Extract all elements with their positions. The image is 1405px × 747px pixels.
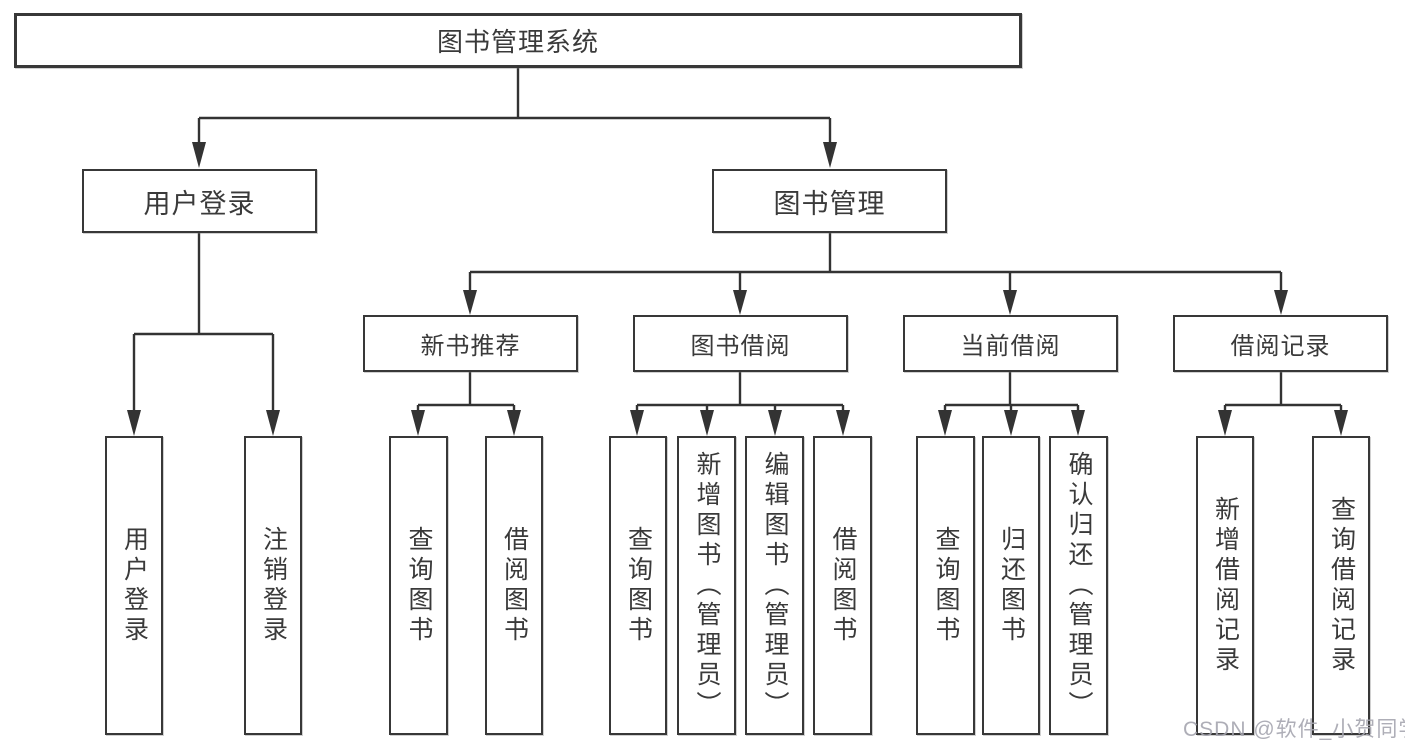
node-book-borrowing: 图书借阅 (633, 315, 848, 372)
arrow-down-icon (823, 142, 837, 168)
arrow-down-icon (1003, 290, 1017, 315)
arrow-down-icon (192, 142, 206, 168)
leaf-return-books: 归还图书 (982, 436, 1040, 735)
arrow-down-icon (630, 410, 644, 436)
arrow-down-icon (1004, 410, 1018, 436)
node-current-borrowing: 当前借阅 (903, 315, 1118, 372)
leaf-query-books-borrowing: 查询图书 (609, 436, 667, 735)
leaf-label: 查询图书 (405, 525, 433, 646)
node-label: 借阅记录 (1230, 333, 1331, 360)
arrow-down-icon (127, 410, 141, 436)
arrow-down-icon (938, 410, 952, 436)
leaf-logout: 注销登录 (244, 436, 302, 735)
arrow-down-icon (266, 410, 280, 436)
leaf-label: 归还图书 (997, 525, 1026, 646)
leaf-label: 查询借阅记录 (1327, 495, 1356, 676)
leaf-label: 确认归还（管理员） (1065, 450, 1093, 721)
node-label: 当前借阅 (960, 333, 1061, 360)
node-new-book-recommend: 新书推荐 (363, 315, 578, 372)
arrow-down-icon (1274, 290, 1288, 315)
leaf-label: 查询图书 (932, 525, 960, 646)
arrow-down-icon (463, 290, 477, 315)
node-library-management-system: 图书管理系统 (14, 13, 1022, 68)
leaf-query-books-recommend: 查询图书 (389, 436, 448, 735)
leaf-add-books-admin: 新增图书（管理员） (677, 436, 736, 735)
leaf-label: 新增借阅记录 (1211, 495, 1240, 676)
arrow-down-icon (733, 290, 747, 315)
leaf-label: 借阅图书 (829, 525, 857, 646)
leaf-label: 注销登录 (259, 525, 288, 646)
leaf-user-login: 用户登录 (105, 436, 163, 735)
leaf-query-books-current: 查询图书 (916, 436, 975, 735)
csdn-watermark: CSDN @软件_小贺同学 (1183, 718, 1405, 741)
leaf-label: 查询图书 (624, 525, 653, 646)
node-label: 新书推荐 (420, 333, 521, 360)
arrow-down-icon (1334, 410, 1348, 436)
leaf-borrow-books-recommend: 借阅图书 (485, 436, 543, 735)
arrow-down-icon (700, 410, 714, 436)
leaf-query-borrow-record: 查询借阅记录 (1312, 436, 1370, 735)
leaf-borrow-books: 借阅图书 (813, 436, 872, 735)
node-borrow-records: 借阅记录 (1173, 315, 1388, 372)
node-label: 用户登录 (143, 188, 256, 219)
leaf-label: 新增图书（管理员） (693, 450, 721, 721)
leaf-confirm-return-admin: 确认归还（管理员） (1049, 436, 1108, 735)
arrow-down-icon (1218, 410, 1232, 436)
leaf-add-borrow-record: 新增借阅记录 (1196, 436, 1254, 735)
leaf-label: 用户登录 (120, 525, 149, 646)
arrow-down-icon (768, 410, 782, 436)
arrow-down-icon (836, 410, 850, 436)
arrow-down-icon (507, 410, 521, 436)
node-label: 图书管理系统 (436, 27, 599, 57)
leaf-label: 编辑图书（管理员） (761, 450, 789, 721)
node-book-management: 图书管理 (712, 169, 947, 233)
node-user-login: 用户登录 (82, 169, 317, 233)
node-label: 图书借阅 (690, 333, 791, 360)
node-label: 图书管理 (773, 188, 886, 219)
leaf-edit-books-admin: 编辑图书（管理员） (745, 436, 804, 735)
arrow-down-icon (411, 410, 425, 436)
arrow-down-icon (1071, 410, 1085, 436)
leaf-label: 借阅图书 (500, 525, 529, 646)
